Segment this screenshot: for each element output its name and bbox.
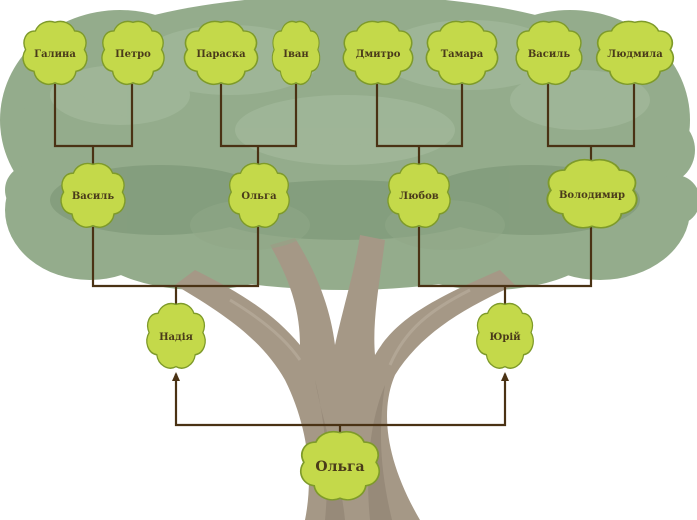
person-nadiia[interactable]: Надія bbox=[144, 300, 208, 374]
person-name: Галина bbox=[34, 48, 76, 60]
connector-galyna-petro-vasyl bbox=[53, 83, 134, 167]
leaf-shape-icon bbox=[387, 162, 451, 228]
leaf-shape-icon bbox=[342, 20, 414, 85]
leaf-shape-icon bbox=[300, 430, 380, 501]
person-petro[interactable]: Петро bbox=[99, 18, 167, 90]
leaf-shape-icon bbox=[546, 158, 638, 229]
leaf-shape-icon bbox=[101, 20, 165, 85]
connector-olga-parents bbox=[174, 373, 507, 434]
leaf-shape-icon bbox=[146, 302, 206, 369]
person-ivan[interactable]: Іван bbox=[270, 18, 322, 90]
person-name: Любов bbox=[399, 191, 439, 202]
person-volodymyr[interactable]: Володимир bbox=[543, 156, 641, 234]
person-name: Ольга bbox=[315, 459, 365, 475]
person-vasyl[interactable]: Василь bbox=[58, 160, 128, 233]
leaf-shape-icon bbox=[228, 162, 290, 228]
connector-paraska-ivan-olga bbox=[219, 83, 298, 167]
person-galyna[interactable]: Галина bbox=[20, 18, 90, 90]
person-name: Людмила bbox=[607, 48, 663, 60]
leaf-shape-icon bbox=[22, 20, 88, 85]
leaf-shape-icon bbox=[476, 302, 534, 369]
leaf-shape-icon bbox=[425, 20, 499, 85]
person-tamara[interactable]: Тамара bbox=[423, 18, 501, 90]
connector-dmytro-tamara-liubov bbox=[375, 83, 464, 167]
arrow-to-nadiia-icon bbox=[172, 372, 180, 381]
person-liudmyla[interactable]: Людмила bbox=[593, 18, 677, 90]
person-olga-root[interactable]: Ольга bbox=[297, 428, 383, 506]
connector-vasyl-liudmyla-volodymyr bbox=[546, 83, 636, 167]
person-name: Ольга bbox=[241, 191, 277, 202]
person-name: Петро bbox=[115, 48, 151, 60]
person-name: Василь bbox=[527, 48, 571, 60]
person-dmytro[interactable]: Дмитро bbox=[340, 18, 416, 90]
person-name: Тамара bbox=[440, 48, 484, 60]
leaf-shape-icon bbox=[60, 162, 126, 228]
leaf-shape-icon bbox=[515, 20, 583, 85]
person-liubov[interactable]: Любов bbox=[385, 160, 453, 233]
person-vasyl-great[interactable]: Василь bbox=[513, 18, 585, 90]
leaf-shape-icon bbox=[183, 20, 259, 85]
person-name: Надія bbox=[159, 331, 193, 343]
leaf-shape-icon bbox=[271, 20, 321, 85]
person-name: Василь bbox=[71, 191, 115, 202]
person-paraska[interactable]: Параска bbox=[181, 18, 261, 90]
connector-vasyl-olga-nadiia bbox=[91, 226, 260, 307]
person-name: Юрій bbox=[489, 331, 521, 343]
arrow-to-yurii-icon bbox=[501, 372, 509, 381]
person-olga-grand[interactable]: Ольга bbox=[226, 160, 292, 233]
person-name: Дмитро bbox=[355, 48, 401, 60]
person-name: Параска bbox=[196, 48, 246, 60]
connector-liubov-volodymyr-yurii bbox=[417, 226, 593, 307]
person-yurii[interactable]: Юрій bbox=[474, 300, 536, 374]
leaf-shape-icon bbox=[595, 20, 675, 85]
person-name: Іван bbox=[283, 48, 309, 60]
person-name: Володимир bbox=[558, 189, 626, 201]
